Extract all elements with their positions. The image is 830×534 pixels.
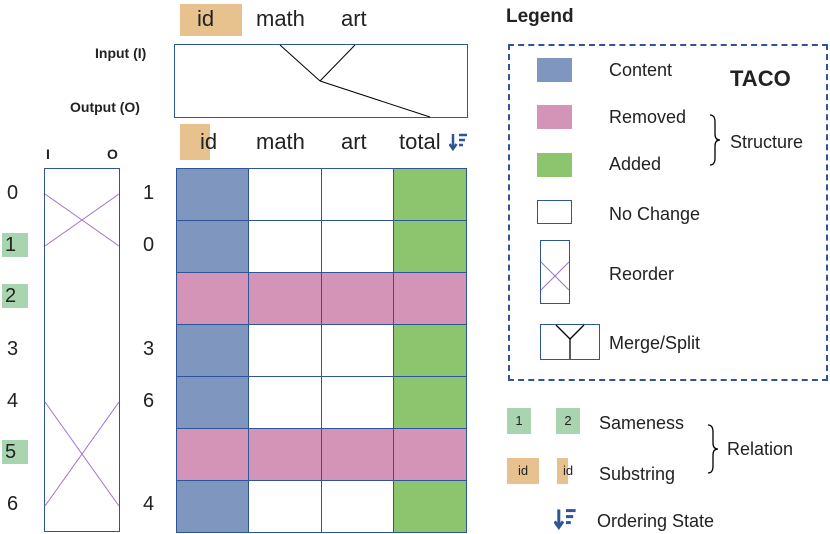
table-cell-content [176,324,249,377]
legend-ordering-state-label: Ordering State [597,511,715,531]
output-header-total: total [399,129,441,154]
legend-removed-label: Removed [609,107,687,127]
output-row-0: 1 [143,182,155,204]
output-header-math: math [256,129,305,154]
output-label: Output (O) [70,99,140,115]
output-row-4: 6 [143,390,155,412]
table-cell-none [248,220,322,273]
table-cell-removed [176,428,249,481]
legend-reorder-label: Reorder [609,264,675,284]
table-cell-removed [321,272,394,325]
legend-no-change-swatch [537,200,572,224]
input-row-0: 0 [7,182,19,204]
legend-merge-split-label: Merge/Split [609,333,701,353]
legend-removed-swatch [537,105,572,129]
substring-chip-partial-highlight [557,458,568,484]
table-cell-removed [321,428,394,481]
input-label: Input (I) [95,45,147,61]
table-cell-none [321,168,394,221]
table-cell-added [393,324,467,377]
legend-title: Legend [506,6,574,27]
table-cell-removed [176,272,249,325]
table-cell-removed [393,272,467,325]
output-header-id: id [200,129,218,154]
input-row-4: 4 [7,390,19,412]
table-cell-none [248,324,322,377]
legend-taco-box [508,44,828,381]
input-row-3: 3 [7,338,19,360]
table-cell-none [248,168,322,221]
table-cell-none [321,480,394,533]
table-cell-content [176,480,249,533]
legend-ordering-icon [554,509,576,531]
legend-added-swatch [537,153,572,177]
legend-taco-label: TACO [730,66,791,91]
legend-content-label: Content [609,60,673,80]
input-row-2: 2 [2,284,28,308]
input-header-art: art [341,6,367,31]
legend-added-label: Added [609,154,662,174]
table-cell-removed [393,428,467,481]
input-header-math: math [256,6,305,31]
table-cell-content [176,168,249,221]
sameness-chip-2: 2 [556,408,580,434]
table-cell-content [176,220,249,273]
structure-brace-icon [709,114,721,166]
io-header-o: O [107,146,118,162]
table-cell-removed [248,272,322,325]
output-row-6: 4 [143,493,155,515]
table-cell-added [393,220,467,273]
legend-content-swatch [537,58,572,82]
input-header-id: id [180,4,242,36]
table-cell-content [176,376,249,429]
legend-relation-label: Relation [727,439,794,459]
table-cell-none [248,376,322,429]
output-table [176,168,467,533]
table-cell-added [393,168,467,221]
output-header-id-highlight [180,124,210,160]
table-cell-removed [248,428,322,481]
input-row-6: 6 [7,493,19,515]
output-row-1: 0 [143,234,155,256]
legend-merge-split-icon [540,324,600,360]
legend-structure-label: Structure [730,132,804,152]
relation-brace-icon [707,424,719,474]
ordering-state-icon [449,133,467,152]
legend-reorder-icon [540,240,570,304]
input-row-5: 5 [2,440,28,464]
table-cell-none [248,480,322,533]
merge-split-diagram [174,44,468,118]
table-cell-added [393,376,467,429]
output-row-3: 3 [143,338,155,360]
table-cell-none [321,324,394,377]
legend-substring-label: Substring [599,464,676,484]
io-header-i: I [46,146,50,162]
table-cell-none [321,376,394,429]
legend-sameness-label: Sameness [599,413,685,433]
reorder-diagram [44,168,120,532]
legend-no-change-label: No Change [609,204,701,224]
sameness-chip-1: 1 [507,408,531,434]
substring-chip-full: id [507,458,539,484]
output-header-art: art [341,129,367,154]
input-row-1: 1 [2,233,28,257]
table-cell-none [321,220,394,273]
substring-chip-partial: id [562,463,574,478]
table-cell-added [393,480,467,533]
